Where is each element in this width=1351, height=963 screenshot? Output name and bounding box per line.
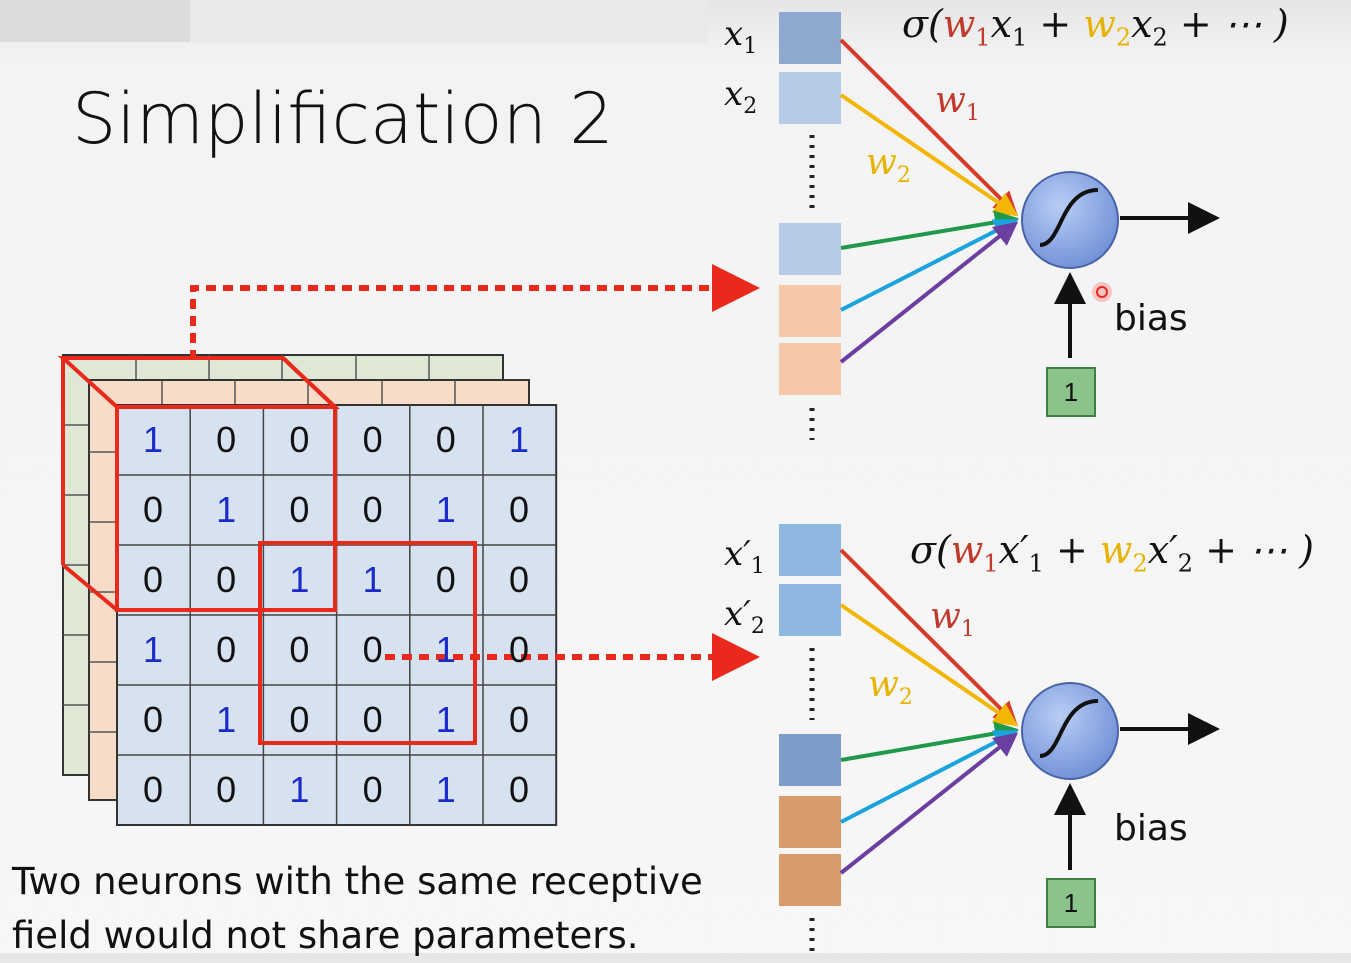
matrix-cell: 0 — [142, 559, 164, 600]
matrix-cell: 0 — [362, 489, 383, 530]
slide-top-bar-middle — [190, 0, 708, 42]
matrix-cell: 0 — [142, 489, 164, 530]
matrix-cell: 0 — [289, 699, 310, 740]
matrix-cell: 1 — [289, 769, 310, 810]
formula-bottom: σ(w1x′1 + w2x′2 + ⋯ ) — [910, 528, 1314, 578]
connections-top — [839, 38, 1019, 364]
matrix-cell: 0 — [216, 559, 237, 600]
matrix-cell: 0 — [362, 699, 383, 740]
formula-top: σ(w1x1 + w2x2 + ⋯ ) — [902, 2, 1289, 52]
matrix-cell: 0 — [362, 769, 383, 810]
receptive-field-second — [258, 541, 477, 745]
bias-input-box-bottom: 1 — [1046, 878, 1096, 928]
matrix-cell: 0 — [289, 419, 310, 460]
input-label-x1: x1 — [724, 14, 758, 59]
matrix-cell: 0 — [142, 769, 164, 810]
matrix-cell: 0 — [142, 699, 164, 740]
matrix-cell: 1 — [142, 419, 164, 460]
matrix-cell: 1 — [435, 489, 456, 530]
matrix-cell: 0 — [508, 629, 530, 670]
input-label-x2-prime: x′2 — [724, 594, 765, 639]
bias-label-top: bias — [1114, 298, 1188, 339]
neuron-top — [1021, 171, 1119, 269]
bias-input-box-top: 1 — [1046, 367, 1096, 417]
input-label-x1-prime: x′1 — [724, 534, 765, 579]
slide-top-bar-left — [0, 0, 190, 42]
matrix-cell: 1 — [289, 559, 310, 600]
matrix-cell: 0 — [362, 629, 383, 670]
matrix-cell: 1 — [362, 559, 383, 600]
weight-label-w2-top: w2 — [866, 142, 911, 189]
matrix-cell: 0 — [289, 629, 310, 670]
matrix-cell: 0 — [216, 419, 237, 460]
input-column-top — [779, 12, 841, 440]
matrix-cell: 1 — [216, 489, 237, 530]
matrix-cell: 1 — [435, 699, 456, 740]
matrix-cell: 1 — [142, 629, 164, 670]
connections-bottom — [839, 548, 1019, 875]
bias-label-bottom: bias — [1114, 808, 1188, 849]
matrix-cell: 0 — [508, 489, 530, 530]
matrix-cell: 0 — [435, 559, 456, 600]
slide-caption: Two neurons with the same receptive fiel… — [12, 860, 703, 957]
matrix-cell: 0 — [508, 769, 530, 810]
matrix-cell: 0 — [216, 769, 237, 810]
input-column-bottom — [779, 524, 841, 953]
matrix-cell: 1 — [216, 699, 237, 740]
matrix-cell: 1 — [508, 419, 530, 460]
weight-label-w1-top: w1 — [935, 80, 980, 127]
weight-label-w1-bottom: w1 — [930, 596, 975, 643]
receptive-field-cube — [57, 356, 341, 612]
neuron-bottom — [1021, 682, 1119, 780]
matrix-cell: 0 — [435, 419, 456, 460]
input-label-x2: x2 — [724, 74, 758, 119]
matrix-cell: 0 — [508, 559, 530, 600]
slide-title: Simplification 2 — [72, 78, 614, 160]
matrix-cell: 1 — [435, 629, 456, 670]
matrix-cell: 0 — [508, 699, 530, 740]
matrix-cell: 0 — [289, 489, 310, 530]
matrix-cell: 0 — [216, 629, 237, 670]
dotted-arrow-top — [190, 264, 760, 360]
cursor-dot — [1092, 282, 1112, 302]
weight-label-w2-bottom: w2 — [868, 664, 913, 711]
matrix-cell: 1 — [435, 769, 456, 810]
matrix-cell: 0 — [362, 419, 383, 460]
